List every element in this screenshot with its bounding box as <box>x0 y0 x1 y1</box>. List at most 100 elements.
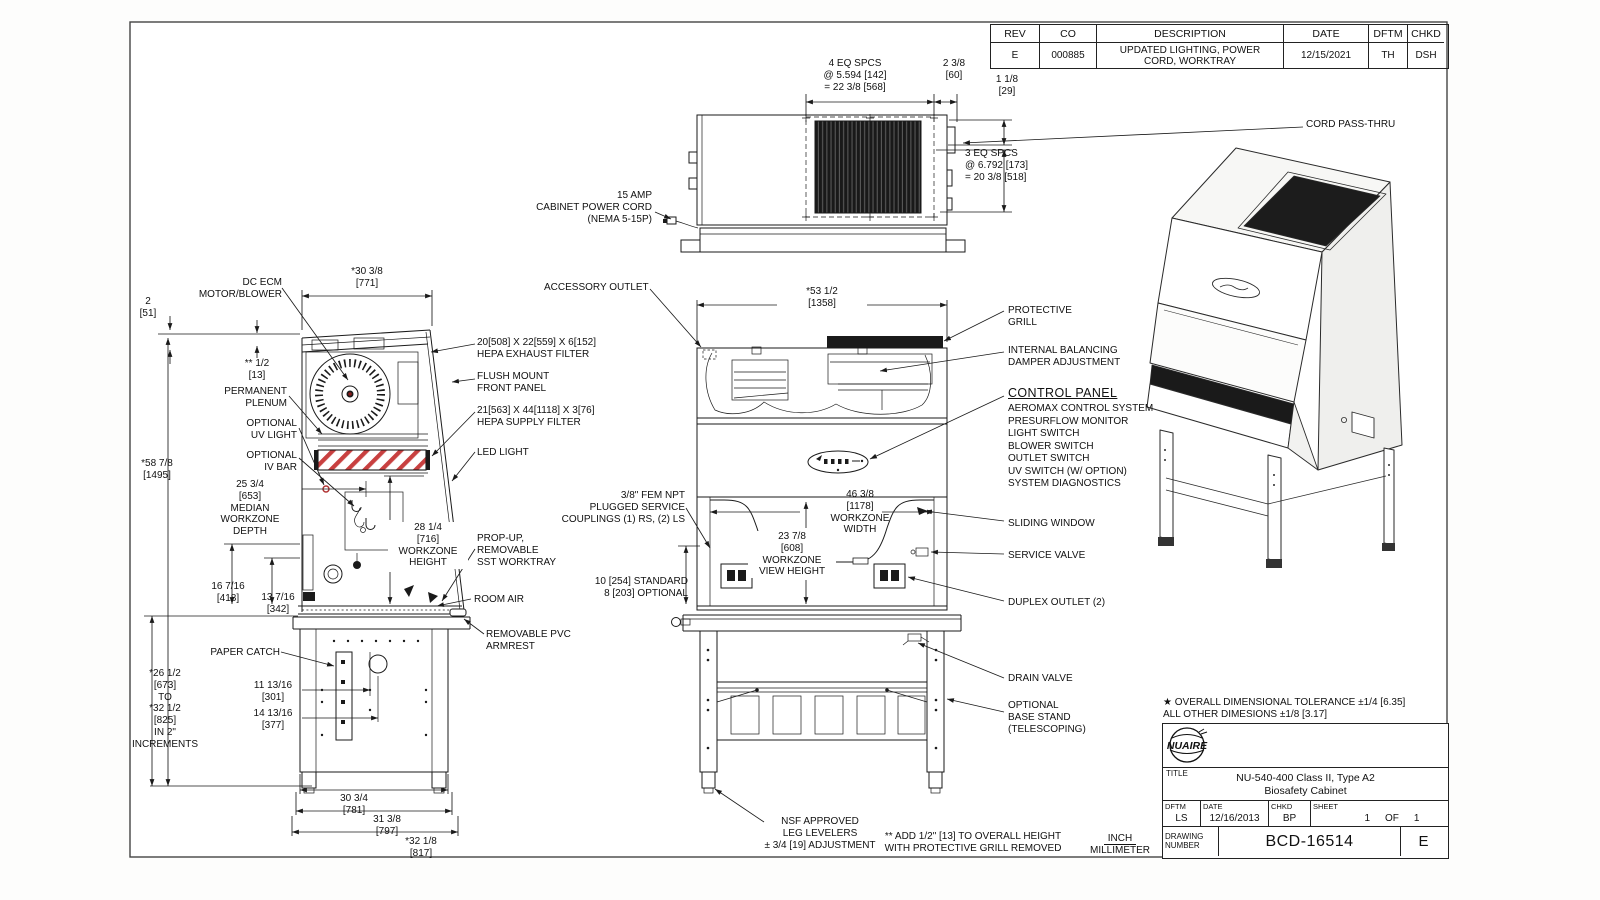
label-flush-mount: FLUSH MOUNT FRONT PANEL <box>477 371 550 394</box>
dim-3-eq-spcs: 3 EQ SPCS @ 6.792 [173] = 20 3/8 [518] <box>965 148 1028 183</box>
side-view-linework <box>144 287 485 836</box>
chkd-value: BP <box>1282 813 1297 824</box>
protective-grill-strip <box>827 336 943 348</box>
dim-58-7-8: *58 7/8 [1495] <box>141 458 173 481</box>
date-value: 12/15/2021 <box>1284 43 1369 68</box>
rev-value: E <box>991 43 1040 68</box>
unit-inch: INCH <box>1103 833 1137 845</box>
label-prop-up-worktray: PROP-UP, REMOVABLE SST WORKTRAY <box>477 533 557 568</box>
dim-view-height: 23 7/8 [608] WORKZONE VIEW HEIGHT <box>748 531 836 579</box>
dim-standard-optional: 10 [254] STANDARD 8 [203] OPTIONAL <box>594 576 688 599</box>
chkd-value: DSH <box>1415 50 1437 61</box>
unit-millimeter: MILLIMETER <box>1089 845 1150 856</box>
rev-col-header: REV <box>991 25 1040 43</box>
chkd-label: CHKD <box>1271 802 1293 811</box>
title-block-title-row: TITLE NU-540-400 Class II, Type A2 Biosa… <box>1163 768 1448 801</box>
dim-16-7-16: 16 7/16 [418] <box>211 581 245 604</box>
date-value: 12/16/2013 <box>1209 813 1260 824</box>
note-grill-height: ** ADD 1/2" [13] TO OVERALL HEIGHT WITH … <box>884 831 1062 854</box>
units-legend: INCH MILLIMETER <box>1082 833 1158 856</box>
dim-31-3-8: 31 3/8 [797] <box>373 814 401 837</box>
drawing-number: BCD-16514 <box>1219 827 1401 856</box>
label-control-panel-list: AEROMAX CONTROL SYSTEM PRESURFLOW MONITO… <box>1008 403 1154 489</box>
title-block-meta-row: DFTM LS DATE 12/16/2013 CHKD BP SHEET 1 … <box>1163 801 1448 827</box>
pvc-armrest-section <box>449 608 467 617</box>
isometric-view-linework <box>1146 147 1403 568</box>
label-cord-pass-thru: CORD PASS-THRU <box>1306 119 1396 130</box>
label-base-stand: OPTIONAL BASE STAND (TELESCOPING) <box>1008 700 1086 735</box>
label-room-air: ROOM AIR <box>474 594 525 605</box>
dim-11-13-16: 11 13/16 [301] <box>253 680 293 703</box>
dim-4-eq-spcs: 4 EQ SPCS @ 5.594 [142] = 22 3/8 [568] <box>823 58 887 93</box>
label-nsf-levelers: NSF APPROVED LEG LEVELERS ± 3/4 [19] ADJ… <box>764 816 876 851</box>
dim-53-1-2: *53 1/2 [1358] <box>777 286 867 310</box>
co-col-header: CO <box>1040 25 1097 43</box>
sheet-of: OF <box>1385 813 1399 824</box>
revision-table: REV CO DESCRIPTION DATE DFTM CHKD E 0008… <box>990 24 1449 69</box>
dim-2in: 2 [51] <box>139 296 157 319</box>
sheet-total: 1 <box>1413 813 1420 824</box>
label-service-valve: SERVICE VALVE <box>1008 550 1086 561</box>
drain-valve-knob <box>671 617 681 627</box>
nuaire-logo-text: NUAIRE <box>1167 740 1208 752</box>
label-permanent-plenum: PERMANENT PLENUM <box>224 386 287 409</box>
exhaust-grille <box>814 120 922 214</box>
sheet-number: 1 <box>1364 813 1371 824</box>
label-npt-couplings: 3/8" FEM NPT PLUGGED SERVICE COUPLINGS (… <box>561 490 685 525</box>
drawing-title: NU-540-400 Class II, Type A2 Biosafety C… <box>1236 772 1375 798</box>
dftm-label: DFTM <box>1165 802 1186 811</box>
label-accessory-outlet: ACCESSORY OUTLET <box>544 282 649 293</box>
dim-half: ** 1/2 [13] <box>244 358 270 381</box>
label-control-panel-title: CONTROL PANEL <box>1008 386 1118 400</box>
co-value: 000885 <box>1040 43 1097 68</box>
dim-14-13-16: 14 13/16 [377] <box>253 708 293 731</box>
duplex-outlet-right <box>873 563 906 589</box>
description-col-header: DESCRIPTION <box>1097 25 1284 43</box>
label-hepa-supply: 21[563] X 44[1118] X 3[76] HEPA SUPPLY F… <box>477 405 595 428</box>
blower-wheel <box>315 359 385 429</box>
sheet-cell: SHEET 1 OF 1 <box>1311 801 1445 826</box>
date-label: DATE <box>1203 802 1223 811</box>
dim-workzone-width: 46 3/8 [1178] WORKZONE WIDTH <box>830 489 890 536</box>
dftm-cell: DFTM LS <box>1163 801 1201 826</box>
dftm-value: TH <box>1369 43 1408 68</box>
label-motor-blower: DC ECM MOTOR/BLOWER <box>198 277 282 300</box>
dim-2-3-8: 2 3/8 [60] <box>942 58 966 81</box>
nuaire-logo: NUAIRE <box>1167 727 1208 763</box>
label-paper-catch: PAPER CATCH <box>210 647 280 658</box>
dim-30-3-8: *30 3/8 [771] <box>351 266 383 289</box>
dftm-value: LS <box>1175 813 1188 824</box>
service-valve-mark <box>915 547 929 557</box>
date-col-header: DATE <box>1284 25 1369 43</box>
iso-grille <box>1243 175 1381 247</box>
label-optional-uv: OPTIONAL UV LIGHT <box>246 418 297 441</box>
drawing-number-label: DRAWING NUMBER <box>1163 827 1219 856</box>
sheet-label: SHEET <box>1313 802 1339 811</box>
label-led-light: LED LIGHT <box>477 447 529 458</box>
hepa-supply-filter-section <box>317 449 427 471</box>
dim-32-1-8: *32 1/8 [817] <box>405 836 437 859</box>
title-block-number-row: DRAWING NUMBER BCD-16514 E <box>1163 827 1448 856</box>
dim-1-1-8: 1 1/8 [29] <box>995 74 1019 97</box>
label-workzone-height: 28 1/4 [716] WORKZONE HEIGHT <box>388 522 468 570</box>
dim-13-7-16: 13 7/16 [342] <box>261 592 295 615</box>
label-hepa-exhaust: 20[508] X 22[559] X 6[152] HEPA EXHAUST … <box>477 337 596 360</box>
dftm-col-header: DFTM <box>1369 25 1408 43</box>
dim-stand-range: *26 1/2 [673] TO *32 1/2 [825] IN 2" INC… <box>131 668 199 750</box>
label-drain-valve: DRAIN VALVE <box>1008 673 1073 684</box>
label-damper: INTERNAL BALANCING DAMPER ADJUSTMENT <box>1008 345 1121 368</box>
note-tolerance: ★ OVERALL DIMENSIONAL TOLERANCE ±1/4 [6.… <box>1163 697 1406 720</box>
label-duplex-outlet: DUPLEX OUTLET (2) <box>1008 597 1106 608</box>
dim-30-3-4: 30 3/4 [781] <box>340 793 368 816</box>
label-sliding-window: SLIDING WINDOW <box>1008 518 1095 529</box>
label-optional-iv: OPTIONAL IV BAR <box>246 450 297 473</box>
accessory-outlet-mark <box>702 349 717 360</box>
chkd-cell: CHKD BP <box>1269 801 1311 826</box>
title-label: TITLE <box>1166 769 1188 778</box>
description-value: UPDATED LIGHTING, POWER CORD, WORKTRAY <box>1097 43 1284 68</box>
control-panel-oval <box>807 450 869 474</box>
label-pvc-armrest: REMOVABLE PVC ARMREST <box>486 629 571 652</box>
top-view-linework <box>654 94 1304 253</box>
front-view-linework <box>649 288 1005 823</box>
